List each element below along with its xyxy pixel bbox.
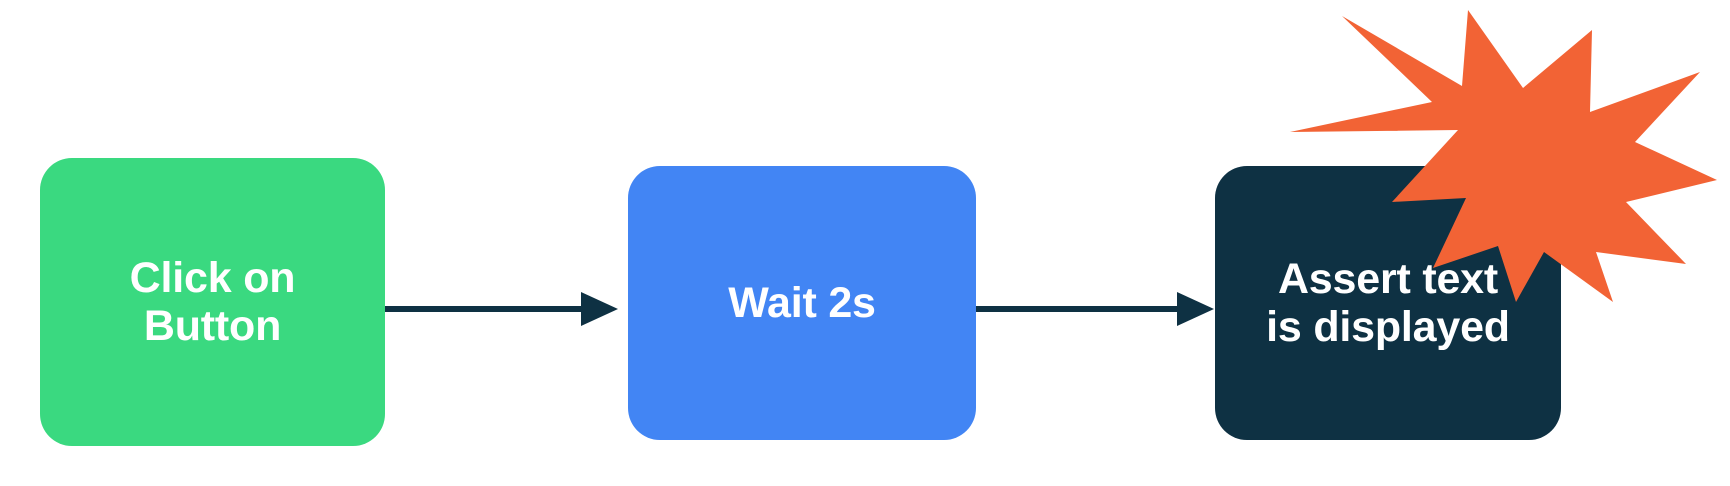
arrowhead-icon [581,292,618,326]
node-label: Click on Button [129,253,296,350]
connector-click-to-wait [383,288,623,330]
node-click-on-button[interactable]: Click on Button [40,158,385,446]
node-label: Wait 2s [728,278,876,327]
connector-wait-to-assert [973,288,1219,330]
node-wait-2s[interactable]: Wait 2s [628,166,976,440]
node-assert-text-is-displayed[interactable]: Assert text is displayed [1215,166,1561,440]
node-label: Assert text is displayed [1266,254,1510,351]
arrowhead-icon [1177,292,1214,326]
